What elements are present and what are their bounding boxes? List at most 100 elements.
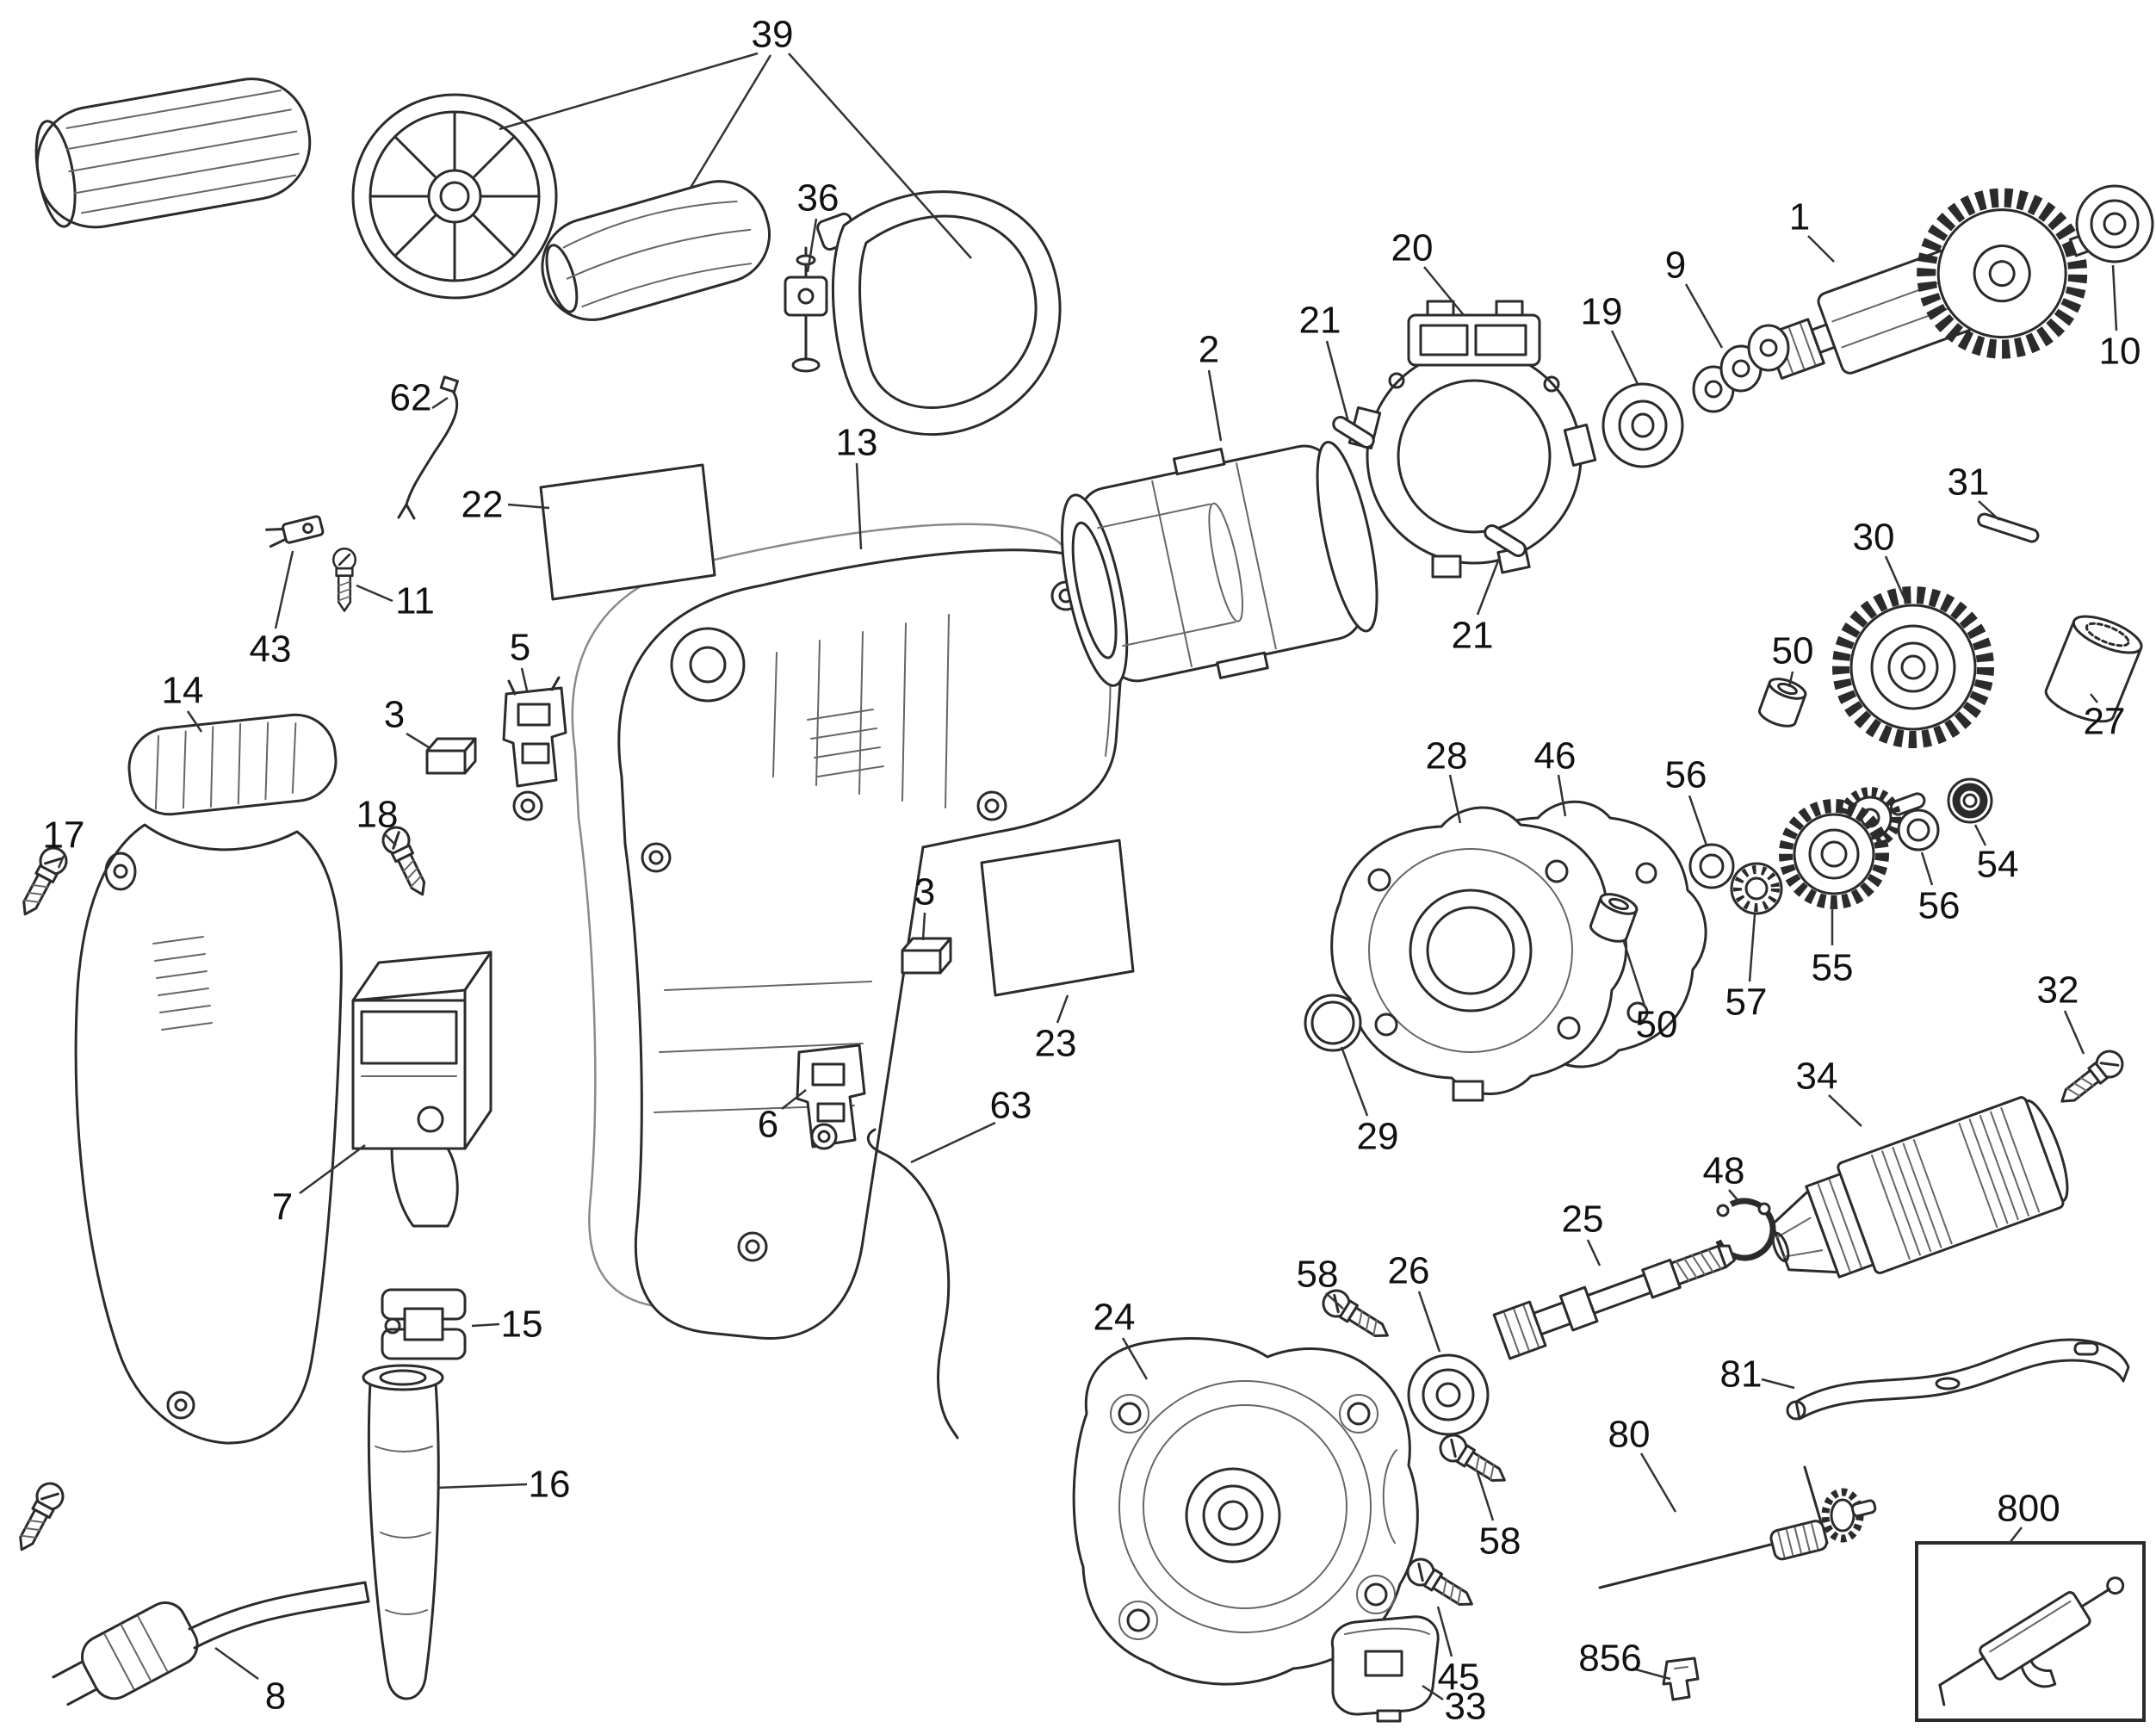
part-label-800: 800 [1997, 1488, 2060, 1530]
part-16-cord-protector-drawing [362, 1364, 444, 1700]
part-3-brush-drawing [425, 737, 477, 775]
part-50-bushing-drawing [1756, 673, 1810, 732]
part-label-80: 80 [1608, 1414, 1651, 1456]
part-label-58: 58 [1297, 1254, 1339, 1296]
part-label-24: 24 [1093, 1297, 1136, 1339]
leader-line-part-32 [2063, 1010, 2085, 1055]
part-15-cord-clamp-drawing [381, 1288, 467, 1360]
leader-line-part-2 [1207, 369, 1223, 442]
part-label-33: 33 [1445, 1686, 1487, 1728]
part-9-washer-stack-drawing [1692, 324, 1790, 413]
leader-line-part-39 [788, 53, 972, 259]
leader-line-part-48 [1728, 1189, 1740, 1203]
leader-line-part-80 [1639, 1452, 1677, 1513]
part-24-gear-housing-drawing [1072, 1337, 1419, 1686]
part-label-22: 22 [462, 484, 504, 526]
grease-gun-icon [1938, 1576, 2125, 1706]
part-label-55: 55 [1812, 947, 1854, 989]
leader-line-part-1 [1807, 235, 1835, 263]
part-55-gear-drawing [1779, 787, 1926, 909]
leader-line-part-33 [1422, 1684, 1444, 1701]
part-label-9: 9 [1665, 245, 1686, 287]
part-label-23: 23 [1035, 1023, 1077, 1065]
part-label-17: 17 [43, 814, 85, 857]
leader-line-part-20 [1423, 266, 1465, 316]
leader-line-part-26 [1417, 1291, 1441, 1353]
leader-line-part-27 [2090, 693, 2098, 703]
leader-line-part-11 [356, 584, 393, 603]
part-label-8: 8 [265, 1675, 286, 1718]
leader-line-part-62 [431, 396, 449, 410]
part-label-21: 21 [1452, 615, 1494, 657]
leader-line-part-13 [855, 462, 863, 550]
leader-line-part-36 [806, 218, 818, 273]
part-label-3: 3 [914, 871, 935, 913]
part-label-36: 36 [797, 177, 839, 220]
part-label-14: 14 [162, 670, 204, 712]
leader-line-part-15 [471, 1322, 500, 1328]
part-25-spindle-drawing [1492, 1244, 1736, 1360]
leader-line-part-17 [57, 855, 65, 869]
leader-line-part-800 [2009, 1527, 2023, 1544]
part-54-bearing-drawing [1947, 777, 1993, 824]
leader-line-part-50 [1622, 941, 1646, 1006]
part-label-25: 25 [1562, 1198, 1604, 1241]
part-10-bearing-drawing [2075, 184, 2154, 263]
part-6-brush-holder-drawing [796, 1043, 866, 1150]
part-3-brush-drawing [901, 937, 952, 975]
part-label-856: 856 [1578, 1638, 1641, 1680]
part-56-washer-drawing [1897, 808, 1940, 852]
part-56-washer-drawing [1688, 843, 1735, 889]
part-label-2: 2 [1199, 329, 1219, 371]
leader-line-part-3 [921, 912, 926, 941]
leader-line-part-14 [186, 710, 203, 733]
part-label-57: 57 [1725, 982, 1768, 1024]
part-label-30: 30 [1853, 517, 1895, 559]
part-856-clip-drawing [1662, 1657, 1700, 1701]
drawing-layer [9, 77, 2154, 1723]
leader-line-part-50 [1787, 671, 1794, 688]
part-label-3: 3 [384, 694, 405, 736]
part-label-1: 1 [1789, 196, 1810, 238]
part-label-28: 28 [1426, 735, 1468, 777]
part-label-50: 50 [1636, 1004, 1678, 1046]
part-label-27: 27 [2084, 701, 2126, 743]
part-label-19: 19 [1581, 291, 1623, 333]
part-36-clamp-bolt-drawing [784, 246, 828, 373]
leader-lines-layer [57, 52, 2118, 1701]
part-label-63: 63 [990, 1085, 1032, 1127]
leader-line-part-45 [1436, 1606, 1453, 1657]
leader-line-part-10 [2111, 264, 2118, 331]
part-21-pin-drawing [1484, 523, 1527, 558]
part-39-wheel-flange-drawing [351, 93, 558, 300]
leader-line-part-28 [1448, 774, 1462, 824]
part-label-54: 54 [1977, 844, 2019, 886]
part-80-chuck-key-drawing [1598, 1465, 1877, 1589]
part-8-power-cord-drawing [52, 1581, 370, 1706]
leader-line-part-56 [1688, 795, 1708, 846]
leader-line-part-23 [1056, 994, 1069, 1024]
leader-line-part-39 [499, 52, 759, 131]
leader-line-part-16 [437, 1483, 528, 1489]
housing-screw-drawing [9, 1477, 69, 1558]
part-label-81: 81 [1720, 1353, 1763, 1396]
part-39-grip-half-drawing [541, 180, 771, 321]
leader-line-part-21 [1476, 555, 1502, 616]
part-label-46: 46 [1534, 735, 1577, 777]
part-label-56: 56 [1918, 885, 1961, 927]
part-label-48: 48 [1703, 1150, 1745, 1192]
leader-line-part-81 [1761, 1378, 1795, 1390]
part-31-pin-drawing [1977, 512, 2040, 543]
leader-line-part-54 [1973, 824, 1987, 846]
part-81-key-holder-drawing [1786, 1338, 2130, 1421]
part-23-label-sheet-drawing [980, 839, 1135, 997]
leader-line-part-39 [689, 54, 772, 189]
part-11-screw-drawing [331, 547, 357, 612]
leader-line-part-9 [1684, 283, 1724, 349]
leader-line-part-5 [520, 667, 529, 691]
part-label-32: 32 [2037, 969, 2079, 1012]
part-63-field-wire-drawing [866, 1128, 959, 1440]
part-33-end-cover-drawing [1330, 1615, 1440, 1723]
part-58-screw-drawing [1434, 1428, 1513, 1493]
